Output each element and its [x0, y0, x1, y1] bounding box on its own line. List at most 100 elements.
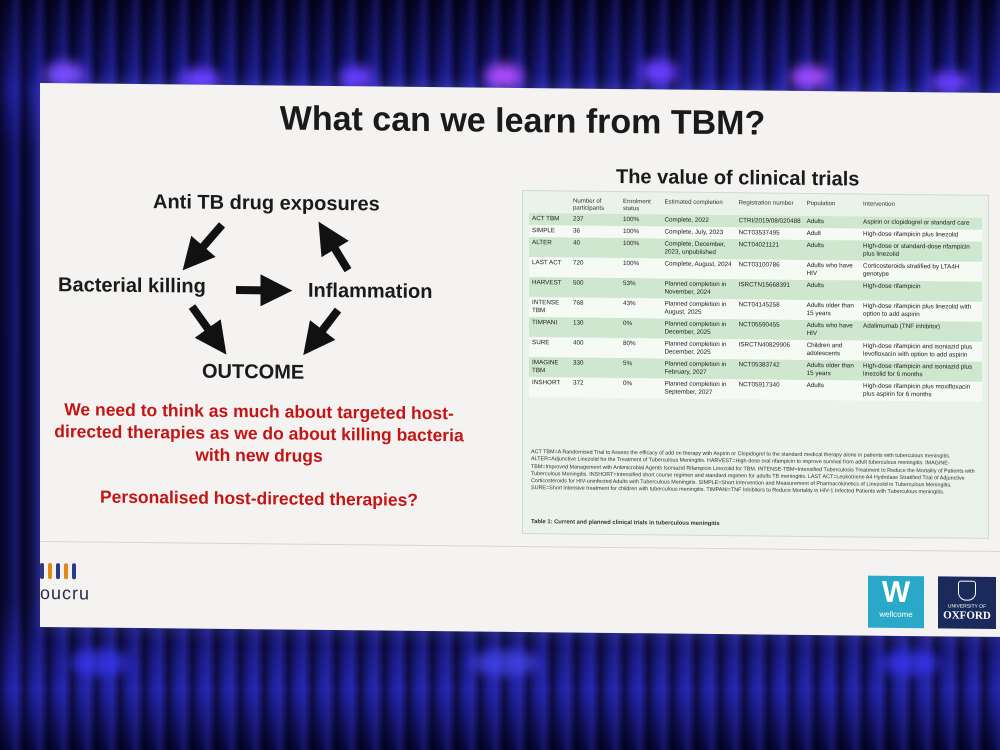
column-header: Number of participants — [573, 197, 605, 212]
column-header: Estimated completion — [664, 198, 723, 207]
table-cell: 0% — [620, 318, 662, 339]
table-cell: ISRCTN15668391 — [735, 279, 804, 300]
table-cell: SURE — [529, 337, 570, 358]
table-cell: ISRCTN40829906 — [735, 339, 804, 360]
table-cell: HARVEST — [529, 277, 570, 298]
table-cell: Adults who have HIV — [803, 259, 861, 281]
table-cell: NCT05917340 — [735, 379, 804, 400]
oucru-bars-icon — [40, 561, 90, 580]
table-cell: Complete, August, 2024 — [661, 258, 736, 280]
stage-light — [340, 66, 374, 88]
node-outcome: OUTCOME — [202, 360, 305, 384]
table-cell: Adults who have HIV — [803, 319, 861, 341]
column-header: Enrolment status — [623, 198, 651, 213]
table-cell: Complete, December, 2023, unpublished — [661, 238, 736, 260]
column-header: Population — [806, 199, 836, 208]
table-cell: 237 — [570, 213, 621, 227]
clinical-trials-table-panel: Number of participants Enrolment status … — [522, 189, 989, 539]
table-cell: 400 — [570, 337, 621, 359]
table-cell: 500 — [570, 277, 621, 299]
oxford-crest-icon — [958, 580, 976, 601]
table-cell: IMAGINE TBM — [529, 357, 570, 378]
question-message: Personalised host-directed therapies? — [99, 486, 418, 510]
stage-light — [640, 60, 678, 84]
clinical-trials-table: Number of participants Enrolment status … — [529, 195, 982, 402]
node-bacterial-killing: Bacterial killing — [58, 274, 206, 298]
table-cell: Planned completion in February, 2027 — [661, 358, 736, 380]
table-cell: Adults older than 15 years — [803, 359, 861, 381]
table-cell: 0% — [620, 378, 662, 399]
table-cell: Planned completion in December, 2025 — [661, 338, 736, 360]
table-cell: High-dose rifampicin and isoniazid plus … — [860, 340, 982, 362]
stage-light — [485, 64, 523, 88]
arrow-drug-to-killing — [182, 222, 226, 271]
table-cell: 372 — [570, 377, 621, 399]
oucru-bar — [64, 563, 68, 580]
oucru-bar — [48, 563, 52, 580]
table-cell: NCT03100786 — [735, 259, 804, 280]
table-caption: Table 1: Current and planned clinical tr… — [531, 519, 720, 528]
table-cell: Complete, July, 2023 — [661, 226, 736, 240]
column-header — [529, 195, 570, 213]
wellcome-logo-text: wellcome — [879, 609, 913, 620]
arrow-inflammation-to-drug — [318, 221, 352, 273]
oucru-bar — [56, 563, 60, 580]
table-cell: ACT TBM — [529, 213, 570, 226]
table-cell: Adults — [803, 379, 861, 401]
table-cell: TIMPANI — [529, 317, 570, 338]
table-cell: 100% — [620, 238, 662, 259]
oucru-logo: oucru — [40, 561, 90, 605]
main-message: We need to think as much about targeted … — [54, 399, 464, 466]
table-cell: 53% — [620, 278, 662, 299]
table-cell: Planned completion in September, 2027 — [661, 378, 736, 400]
oxford-logo: UNIVERSITY OF OXFORD — [938, 576, 996, 629]
table-cell: Corticosteroids stratified by LTA4H geno… — [860, 260, 982, 282]
table-cell: Adults — [803, 215, 861, 229]
table-cell: NCT05590455 — [735, 319, 804, 340]
cycle-diagram-arrows — [182, 221, 352, 356]
arrow-killing-to-outcome — [188, 304, 227, 355]
node-drug-exposures: Anti TB drug exposures — [153, 191, 380, 216]
footer-divider — [40, 540, 1000, 553]
table-cell: High-dose rifampicin and isoniazid plus … — [860, 360, 982, 382]
table-cell: High-dose or standard-dose rifampicin pl… — [860, 240, 982, 262]
table-cell: Planned completion in December, 2025 — [661, 318, 736, 340]
table-cell: NCT04145258 — [735, 299, 804, 320]
table-cell: 100% — [620, 258, 662, 279]
arrow-inflammation-to-outcome — [303, 307, 342, 356]
oucru-bar — [72, 563, 76, 580]
table-cell: High-dose rifampicin plus moxifloxacin p… — [860, 380, 982, 402]
table-cell: 100% — [620, 214, 662, 227]
oucru-logo-text: oucru — [40, 582, 91, 604]
table-cell: Adults — [803, 239, 861, 261]
oucru-bar — [40, 562, 44, 579]
table-cell: NCT05383742 — [735, 359, 804, 380]
table-cell: LAST ACT — [529, 257, 570, 278]
table-heading: The value of clinical trials — [616, 165, 860, 191]
table-cell: High-dose rifampicin — [860, 280, 982, 302]
wellcome-logo-letter: W — [881, 575, 911, 610]
table-cell: Complete, 2022 — [661, 214, 736, 228]
table-cell: 330 — [570, 357, 621, 379]
oxford-name-text: OXFORD — [943, 609, 991, 622]
stage-light — [45, 62, 85, 86]
column-header: Intervention — [863, 200, 895, 208]
table-footnote: ACT TBM=A Randomised Trial to Assess the… — [531, 449, 975, 496]
table-cell: High-dose rifampicin plus linezolid with… — [860, 300, 982, 322]
table-cell: 720 — [570, 257, 621, 279]
table-cell: 130 — [570, 317, 621, 339]
table-cell: Adults — [803, 279, 861, 301]
table-cell: Planned completion in August, 2025 — [661, 298, 736, 320]
table-cell: 5% — [620, 358, 662, 379]
table-cell: NCT04021121 — [735, 239, 804, 260]
table-cell: 43% — [620, 298, 662, 319]
table-cell: CTRI/2019/08/020488 — [735, 215, 804, 228]
node-inflammation: Inflammation — [308, 279, 433, 304]
stage-light — [790, 66, 830, 88]
projected-slide: What can we learn from TBM? Anti TB drug… — [40, 82, 1000, 638]
table-cell: Adult — [803, 227, 861, 241]
table-cell: INTENSE TBM — [529, 297, 570, 318]
table-cell: Adults older than 15 years — [803, 299, 861, 321]
stage-light — [930, 72, 970, 92]
